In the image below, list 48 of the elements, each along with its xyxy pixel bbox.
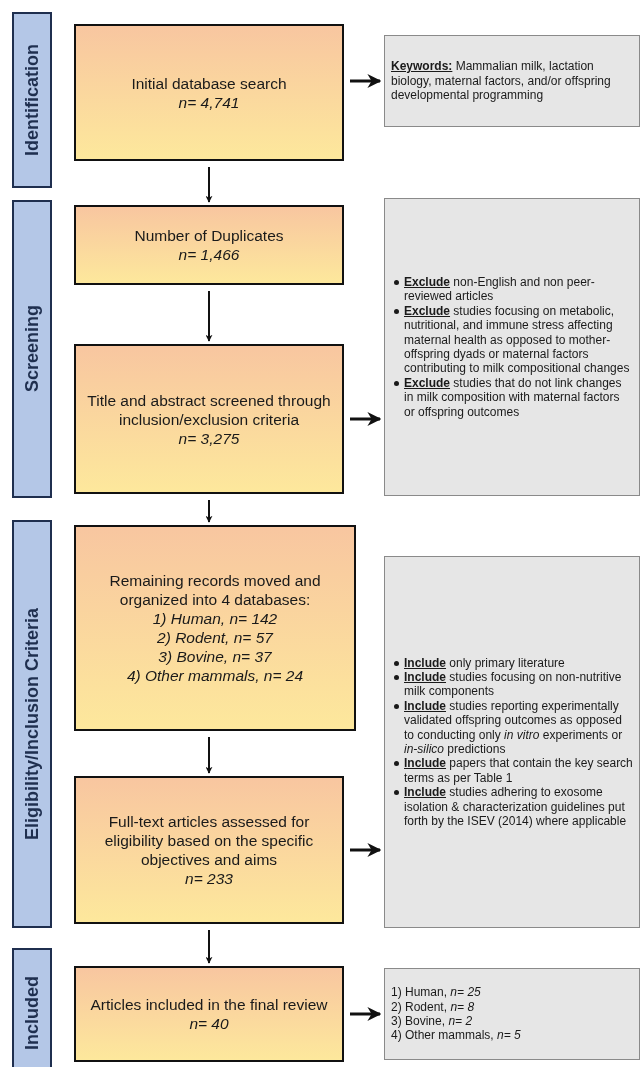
phase-band — [12, 12, 52, 188]
arrow — [350, 843, 382, 857]
count-text: n= 233 — [185, 869, 233, 888]
phase-label: Identification — [21, 44, 43, 156]
note-text: 1) Human, n= 25 — [391, 985, 482, 1000]
process-box — [74, 344, 344, 494]
note-box — [384, 556, 640, 928]
phase-label: Eligibility/Inclusion Criteria — [21, 607, 43, 840]
count-text: n= 3,275 — [178, 428, 240, 448]
bullet-text: Exclude studies that do not link changes in milk composition with maternal factors or offspring outcomes — [404, 375, 622, 419]
step-text: Articles included in the final review — [90, 995, 328, 1014]
note-box — [384, 968, 640, 1060]
count-text: 1) Human, n= 142 — [152, 609, 278, 628]
note-text: Keywords: Mammalian milk, lactation biology, maternal factors, and/or offspring developmental programming — [391, 59, 612, 103]
note-text: 3) Bovine, n= 2 — [391, 1014, 474, 1029]
phase-band — [12, 520, 52, 928]
count-text: n= 4,741 — [178, 92, 240, 112]
step-text: Remaining records moved and organized into 4 databases: — [108, 571, 322, 609]
note-text: 4) Other mammals, n= 5 — [391, 1028, 522, 1043]
count-text: n= 40 — [189, 1014, 229, 1033]
count-text: 2) Rodent, n= 57 — [157, 628, 273, 647]
bullet-text: Include only primary literature — [404, 655, 565, 670]
phase-band — [12, 948, 52, 1067]
arrow — [205, 929, 213, 964]
process-box — [74, 776, 344, 924]
process-box — [74, 525, 356, 731]
arrow — [205, 166, 213, 203]
count-text: 3) Bovine, n= 37 — [158, 647, 272, 666]
step-text: Number of Duplicates — [134, 226, 284, 245]
process-box — [74, 205, 344, 285]
arrow — [205, 736, 213, 774]
arrow — [205, 499, 213, 523]
process-box — [74, 966, 344, 1062]
phase-label: Screening — [21, 305, 43, 393]
arrow — [350, 1007, 382, 1021]
phase-label: Included — [21, 976, 43, 1050]
note-box — [384, 35, 640, 127]
note-box — [384, 198, 640, 496]
bullet-text: Include studies adhering to exosome isolation & characterization guidelines put forth by the ISEV (2014) where applicable — [404, 785, 627, 829]
arrow — [205, 290, 213, 342]
note-text: 2) Rodent, n= 8 — [391, 999, 476, 1014]
step-text: Initial database search — [131, 73, 287, 93]
count-text: 4) Other mammals, n= 24 — [126, 666, 304, 685]
count-text: n= 1,466 — [178, 245, 240, 264]
arrow — [350, 412, 382, 426]
arrow — [350, 74, 382, 88]
process-box — [74, 24, 344, 161]
phase-band — [12, 200, 52, 498]
